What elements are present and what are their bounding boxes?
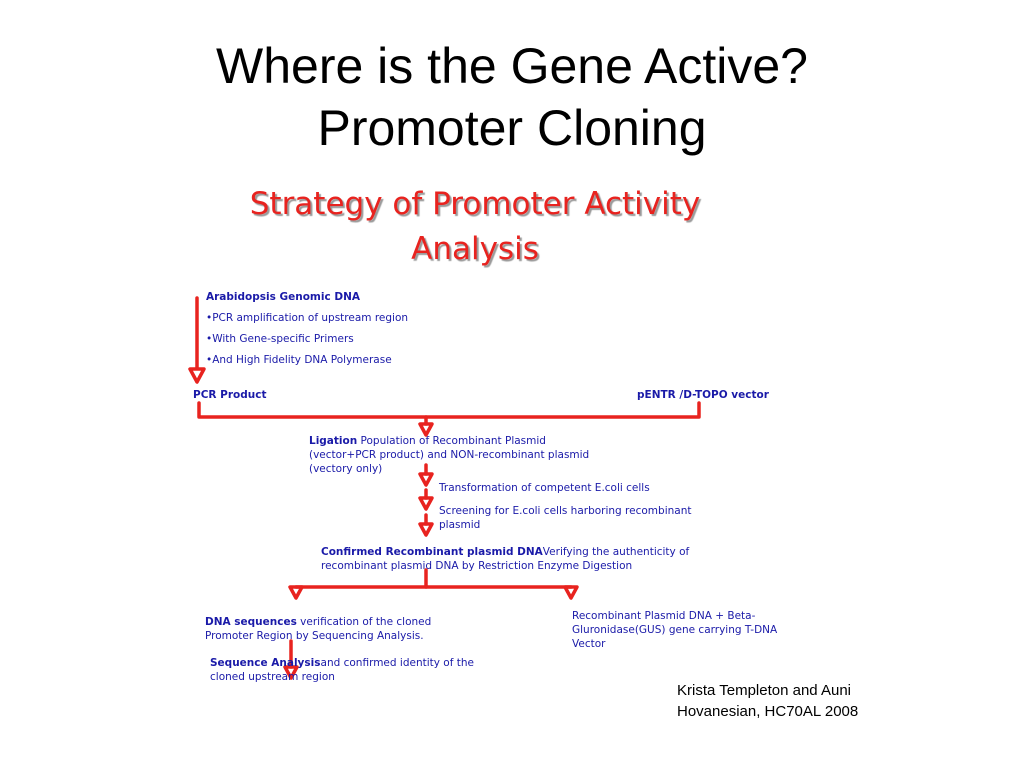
- recombinant-gus-line2: Gluronidase(GUS) gene carrying T-DNA: [572, 624, 778, 636]
- vector-label: pENTR /D-TOPO vector: [637, 389, 769, 401]
- genomic-dna-title: Arabidopsis Genomic DNA: [206, 291, 360, 303]
- credit-line2: Hovanesian, HC70AL 2008: [677, 703, 859, 720]
- genomic-bullet-3: •And High Fidelity DNA Polymerase: [206, 354, 392, 366]
- screening-line1: Screening for E.coli cells harboring rec…: [439, 505, 692, 517]
- sequence-analysis-line1: Sequence Analysisand confirmed identity …: [210, 657, 474, 669]
- arrow-genomic-head: [188, 367, 206, 384]
- arrow-transform-head: [418, 472, 434, 487]
- confirmed-line2: recombinant plasmid DNA by Restriction E…: [321, 560, 633, 572]
- genomic-bullet-2: •With Gene-specific Primers: [206, 333, 354, 345]
- slide-title-line1: Where is the Gene Active?: [216, 38, 808, 94]
- dna-sequences-line2: Promoter Region by Sequencing Analysis.: [205, 630, 424, 642]
- arrow-confirm-head: [418, 522, 434, 537]
- strategy-title-line1: Strategy of Promoter Activity: [249, 186, 701, 222]
- merge-bracket: [197, 401, 701, 419]
- slide-title-line2: Promoter Cloning: [317, 100, 707, 156]
- confirmed-line1: Confirmed Recombinant plasmid DNAVerifyi…: [321, 546, 690, 558]
- credit-line1: Krista Templeton and Auni: [677, 682, 852, 699]
- ligation-line3: (vectory only): [309, 463, 383, 475]
- dna-sequences-line1: DNA sequences verification of the cloned: [205, 616, 432, 628]
- recombinant-gus-line1: Recombinant Plasmid DNA + Beta-: [572, 610, 756, 622]
- strategy-title-line2: Analysis: [411, 231, 539, 267]
- arrow-split-right-head: [563, 585, 579, 600]
- transformation-text: Transformation of competent E.coli cells: [439, 482, 650, 494]
- pcr-product-label: PCR Product: [193, 389, 267, 401]
- ligation-line1: Ligation Population of Recombinant Plasm…: [309, 435, 546, 447]
- arrow-ligation-head: [418, 422, 434, 437]
- ligation-line2: (vector+PCR product) and NON-recombinant…: [309, 449, 590, 461]
- recombinant-gus-line3: Vector: [572, 638, 606, 650]
- genomic-bullet-1: •PCR amplification of upstream region: [206, 312, 409, 324]
- sequence-analysis-line2: cloned upstream region: [210, 671, 335, 683]
- arrow-screen-head: [418, 496, 434, 511]
- arrow-split-left-head: [288, 585, 304, 600]
- arrow-seq-head: [283, 665, 299, 680]
- screening-line2: plasmid: [439, 519, 481, 531]
